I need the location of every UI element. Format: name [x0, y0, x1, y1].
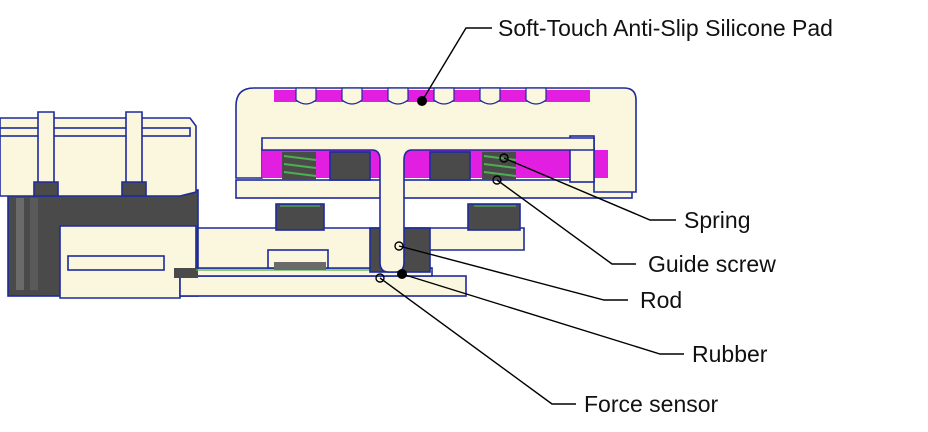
- guide-screw-head-right: [467, 203, 521, 231]
- label-spring: Spring: [684, 207, 750, 233]
- label-guide-screw: Guide screw: [648, 251, 776, 277]
- label-rod: Rod: [640, 287, 682, 313]
- spring-right: [482, 152, 517, 180]
- label-pad: Soft-Touch Anti-Slip Silicone Pad: [498, 15, 833, 41]
- rod-marker: [394, 241, 404, 251]
- guide-screw-marker: [492, 175, 502, 185]
- base-plate: [179, 275, 467, 297]
- middle-base: [197, 227, 525, 269]
- guide-screw-head-left: [275, 203, 325, 231]
- spring-marker: [499, 153, 509, 163]
- t-rod: [261, 137, 595, 273]
- label-rubber: Rubber: [692, 341, 768, 367]
- spring-left: [282, 152, 317, 180]
- label-force-sensor: Force sensor: [584, 391, 719, 417]
- callouts: [375, 27, 684, 405]
- force-sensor-marker: [375, 273, 385, 283]
- left-assembly: [0, 111, 199, 299]
